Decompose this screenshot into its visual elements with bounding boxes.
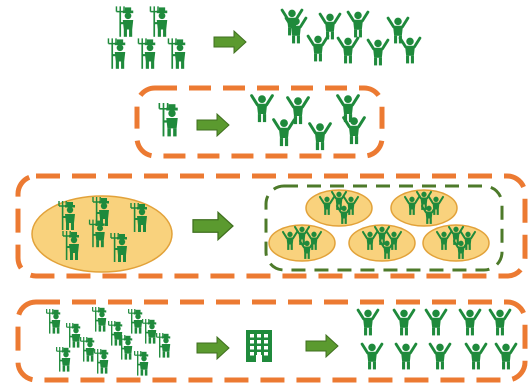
right-arrow-icon [192, 211, 234, 241]
worker-icon [394, 342, 418, 371]
worker-icon [286, 95, 310, 126]
worker-icon [428, 342, 452, 371]
farmer-icon [128, 308, 143, 335]
farmer-icon [80, 336, 95, 363]
worker-icon [318, 12, 342, 41]
worker-icon [308, 121, 332, 152]
right-arrow-icon [196, 336, 230, 360]
worker-icon [366, 38, 390, 67]
worker-icon [488, 308, 512, 337]
worker-icon [342, 115, 366, 146]
farmer-icon [46, 308, 61, 335]
farmer-icon [156, 332, 171, 359]
worker-icon [250, 93, 274, 124]
worker-icon [346, 10, 370, 39]
building-icon [246, 330, 272, 362]
boxed-row-4-frame [15, 299, 528, 383]
farmer-icon [137, 37, 156, 70]
farmer-icon [167, 37, 186, 70]
right-arrow-icon [305, 334, 339, 358]
farmer-icon [134, 350, 149, 377]
farmer-icon [108, 320, 123, 347]
right-arrow-icon [213, 30, 247, 54]
worker-icon [386, 16, 410, 45]
worker-icon [424, 308, 448, 337]
farmer-icon [118, 334, 133, 361]
farmer-icon [66, 322, 81, 349]
groups-frame [264, 184, 504, 272]
farmer-icon [94, 348, 109, 375]
right-arrow-icon [196, 113, 230, 137]
boxed-row-2-frame [134, 85, 385, 159]
worker-icon [494, 342, 518, 371]
farmer-icon [158, 102, 179, 138]
farmer-icon [107, 37, 126, 70]
worker-icon [272, 117, 296, 148]
worker-icon [306, 34, 330, 63]
icons-layer [46, 5, 518, 377]
worker-icon [464, 342, 488, 371]
farmer-icon [92, 306, 107, 333]
worker-icon [360, 342, 384, 371]
worker-icon [336, 36, 360, 65]
farmer-icon [149, 5, 168, 38]
farmer-icon [142, 318, 157, 345]
worker-icon [356, 308, 380, 337]
farmer-icon [56, 346, 71, 373]
worker-icon [458, 308, 482, 337]
worker-icon [398, 36, 422, 65]
farmer-icon [115, 5, 134, 38]
frames-layer [15, 85, 528, 383]
worker-icon [392, 308, 416, 337]
boxed-row-3-frame [15, 173, 528, 279]
